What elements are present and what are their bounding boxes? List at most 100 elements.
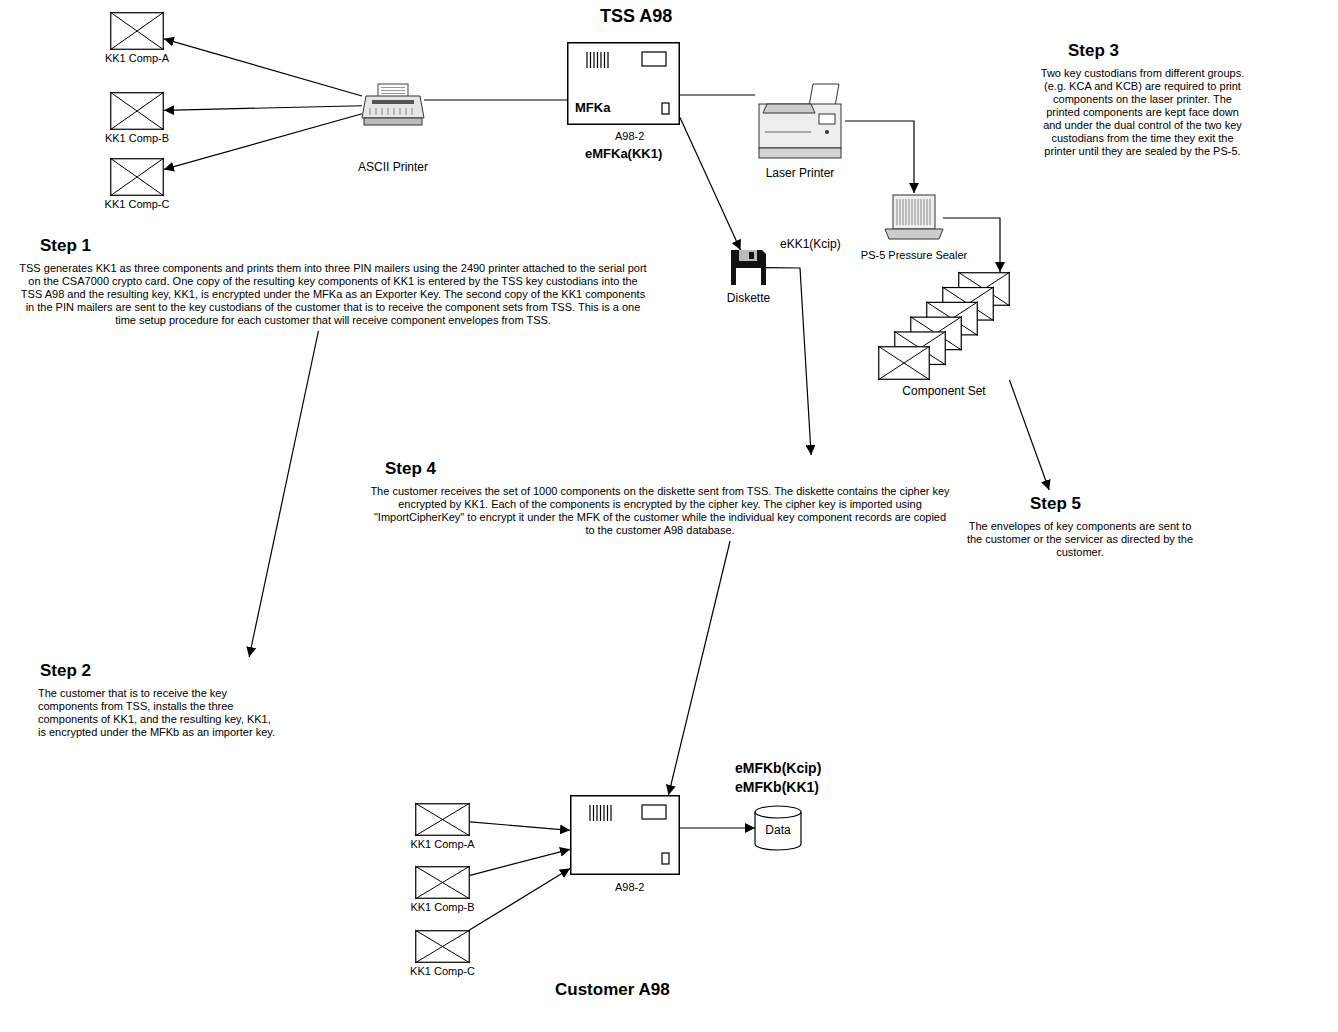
display-window	[642, 805, 666, 819]
printer-base	[364, 118, 422, 125]
sealer-tray	[885, 229, 943, 239]
roller-line	[924, 199, 925, 225]
step-heading: Step 5	[965, 494, 1195, 514]
roller-line	[915, 199, 916, 225]
vent-line	[593, 52, 594, 68]
envelope-flap	[878, 346, 930, 380]
paper-line	[381, 93, 405, 94]
pin-mailer-envelope-drawing	[110, 158, 164, 196]
envelope-outline	[416, 931, 470, 963]
box-label: MFKa	[575, 100, 610, 116]
pin-mailer-envelope-drawing	[415, 803, 470, 836]
step-description: The envelopes of key components are sent…	[965, 520, 1195, 559]
step-description: The customer that is to receive the key …	[38, 687, 278, 739]
vent-line	[600, 52, 601, 68]
hsm-outline	[568, 43, 680, 125]
step-description: TSS generates KK1 as three components an…	[18, 262, 648, 327]
vent-line	[610, 805, 611, 821]
roller-line	[927, 199, 928, 225]
caption-label: A98-2	[615, 130, 644, 143]
flow-arrow	[668, 541, 730, 795]
flow-arrow	[470, 822, 570, 830]
printer-grille	[376, 108, 377, 115]
flow-arrow	[1009, 380, 1049, 490]
shutter-slot	[749, 252, 754, 259]
vent-line	[590, 52, 591, 68]
hsm-outline	[571, 796, 680, 875]
pressure-sealer-drawing	[885, 193, 943, 241]
pressure-sealer: PS-5 Pressure Sealer	[885, 193, 943, 241]
step-note: Step 5 The envelopes of key components ar…	[965, 490, 1195, 563]
vent-line	[593, 805, 594, 821]
caption-label: Component Set	[902, 384, 985, 398]
flow-arrow	[766, 268, 811, 455]
pin-mailer-envelope-drawing	[415, 866, 470, 899]
step-heading: Step 2	[38, 661, 278, 681]
step-heading: Step 1	[18, 236, 648, 256]
vent-line	[597, 52, 598, 68]
roller-line	[906, 199, 907, 225]
vent-line	[600, 805, 601, 821]
pin-mailer-envelope-drawing	[110, 12, 164, 50]
display-window	[642, 52, 666, 66]
caption-label: PS-5 Pressure Sealer	[861, 249, 967, 262]
database-cylinder: Data	[755, 806, 801, 850]
diskette-label	[736, 268, 761, 285]
laser-printer-drawing	[755, 82, 845, 160]
printer-grille	[400, 108, 401, 115]
caption-label: Diskette	[727, 291, 770, 305]
caption-label: KK1 Comp-A	[105, 52, 169, 65]
component-set: Component Set	[878, 272, 1010, 380]
diskette-body	[731, 250, 766, 285]
vent-line	[586, 52, 587, 68]
caption-label: ASCII Printer	[358, 160, 428, 174]
vent-line	[607, 52, 608, 68]
cable-line	[424, 99, 567, 100]
pin-mailer-envelope: KK1 Comp-A	[110, 12, 164, 50]
vent-line	[589, 805, 590, 821]
vent-line	[607, 805, 608, 821]
sealer-body	[893, 195, 935, 229]
printer-base	[759, 148, 841, 158]
key-store-label: eMFKb(KK1)	[735, 779, 819, 796]
laser-printer: Laser Printer	[755, 82, 845, 160]
control-panel	[819, 114, 835, 124]
paper-tray	[809, 84, 839, 106]
envelope-outline	[416, 804, 470, 836]
caption-label: Customer A98	[555, 980, 670, 1000]
vent-line	[596, 805, 597, 821]
ascii-printer-drawing	[362, 84, 424, 126]
roller-line	[921, 199, 922, 225]
cylinder-rim	[755, 812, 801, 818]
status-light	[825, 130, 829, 134]
caption-label: KK1 Comp-C	[105, 198, 170, 211]
printer-body	[759, 104, 841, 148]
cable-line	[680, 94, 755, 95]
component-set-drawing	[878, 272, 1010, 380]
envelope-outline	[111, 159, 164, 196]
flow-arrow	[164, 39, 362, 96]
vent-line	[603, 805, 604, 821]
printer-grille	[406, 108, 407, 115]
envelope-flap	[110, 158, 164, 196]
paper-line	[381, 87, 405, 88]
step-note: Step 4The customer receives the set of 1…	[370, 455, 950, 541]
caption-label: Laser Printer	[766, 166, 835, 180]
pin-mailer-envelope-drawing	[415, 930, 470, 963]
flow-arrow	[680, 118, 741, 250]
envelope-flap	[110, 12, 164, 50]
roller-line	[909, 199, 910, 225]
printer-paper	[378, 84, 408, 97]
printer-body	[362, 96, 424, 118]
pin-mailer-envelope: KK1 Comp-B	[110, 92, 164, 130]
envelope-outline	[111, 13, 164, 50]
ascii-printer: ASCII Printer	[362, 84, 424, 126]
hsm-box-drawing	[570, 795, 680, 875]
key-slot	[662, 103, 669, 114]
hsm-box: TSS A98MFKaA98-2eMFKa(KK1)	[567, 42, 680, 125]
pin-mailer-envelope: KK1 Comp-C	[415, 930, 470, 963]
pin-mailer-envelope-drawing	[110, 92, 164, 130]
printer-grille	[382, 108, 383, 115]
roller-line	[897, 199, 898, 225]
